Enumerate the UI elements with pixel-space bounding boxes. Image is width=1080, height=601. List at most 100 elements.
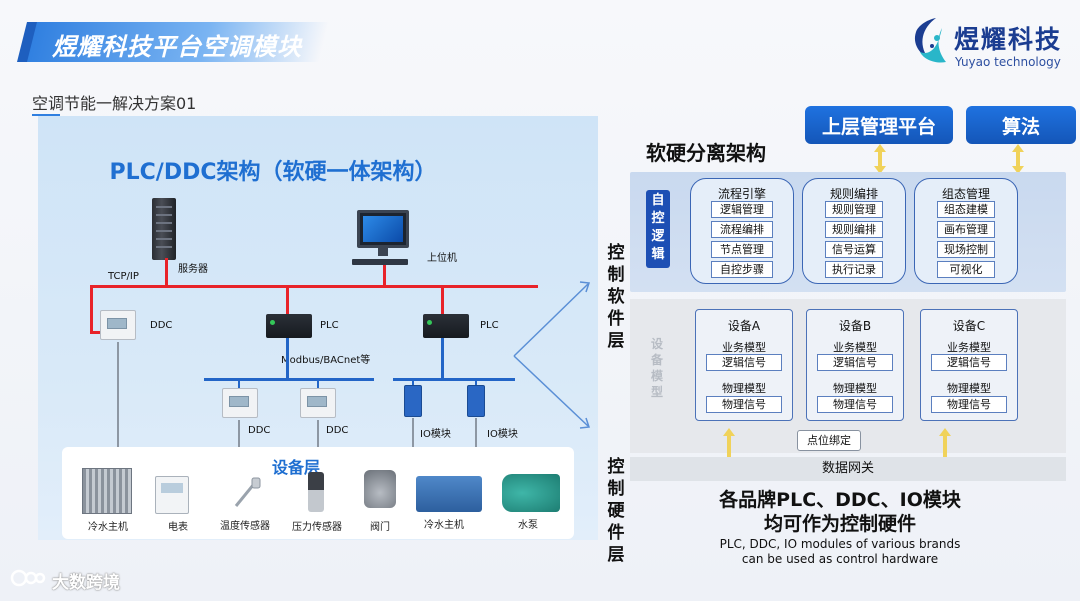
brand-logo-icon — [914, 18, 946, 63]
ddc-controller-icon — [222, 388, 258, 418]
page-subtitle: 空调节能一解决方案01 — [32, 94, 197, 113]
hardware-statement-line2: 均可作为控制硬件 — [763, 513, 916, 535]
device-title: 设备C — [952, 319, 986, 333]
group-item[interactable]: 逻辑管理 — [711, 201, 773, 218]
modbus-label: Modbus/BACnet等 — [281, 355, 371, 366]
device-label: 温度传感器 — [220, 521, 270, 532]
control-hardware-layer-label: 控制硬件层 — [607, 457, 625, 565]
soft-hard-separation-title: 软硬分离架构 — [646, 141, 766, 165]
group-item[interactable]: 组态建模 — [937, 201, 995, 218]
host-computer-icon — [357, 210, 409, 248]
device-label: 压力传感器 — [292, 522, 342, 533]
group-item[interactable]: 节点管理 — [711, 241, 773, 258]
physical-signal-item[interactable]: 物理信号 — [706, 396, 782, 413]
physical-signal-item[interactable]: 物理信号 — [931, 396, 1007, 413]
io-module-icon — [467, 385, 485, 417]
water-pump-icon — [502, 474, 560, 512]
group-title: 组态管理 — [941, 187, 990, 201]
logic-signal-item[interactable]: 逻辑信号 — [817, 354, 893, 371]
ddc-controller-icon — [100, 310, 136, 340]
ddc-controller-icon — [300, 388, 336, 418]
server-link — [165, 258, 168, 286]
ddc1-label: DDC — [248, 425, 271, 436]
hardware-statement-en-line1: PLC, DDC, IO modules of various brands — [719, 537, 961, 551]
plc-right-label: PLC — [480, 320, 499, 331]
ddc2-label: DDC — [326, 425, 349, 436]
tcpip-label: TCP/IP — [108, 271, 139, 282]
plc-right-bus-drop — [441, 338, 444, 380]
algorithm-button[interactable]: 算法 — [966, 106, 1076, 144]
device-title: 设备B — [838, 319, 872, 333]
chiller-icon — [416, 476, 482, 512]
business-model-label: 业务模型 — [722, 341, 766, 354]
hardware-statement-line1: 各品牌PLC、DDC、IO模块 — [719, 489, 961, 511]
device-model-label: 设备模型 — [650, 337, 663, 399]
host-label: 上位机 — [427, 253, 457, 264]
group-item[interactable]: 规则管理 — [825, 201, 883, 218]
server-label: 服务器 — [178, 264, 208, 275]
subtitle-underline — [32, 114, 60, 116]
logic-signal-item[interactable]: 逻辑信号 — [931, 354, 1007, 371]
group-item[interactable]: 自控步骤 — [711, 261, 773, 278]
ddc1-link — [238, 380, 240, 388]
group-item[interactable]: 信号运算 — [825, 241, 883, 258]
io2-label: IO模块 — [487, 429, 518, 440]
io-module-icon — [404, 385, 422, 417]
group-item[interactable]: 规则编排 — [825, 221, 883, 238]
device-a-card: 设备A 业务模型 逻辑信号 物理模型 物理信号 — [695, 309, 793, 421]
transition-arrows — [513, 281, 591, 429]
chiller-icon — [82, 468, 132, 514]
monitor-stand — [378, 248, 388, 256]
page-title: 煜耀科技平台空调模块 — [52, 33, 302, 61]
modbus-bus-line — [204, 378, 374, 381]
brand-name: 煜耀科技 — [954, 25, 1063, 54]
physical-model-label: 物理模型 — [947, 382, 991, 395]
hardware-statement-en-line2: can be used as control hardware — [741, 552, 939, 566]
ddc-left-link-v — [90, 285, 93, 333]
plc-controller-icon — [266, 314, 312, 338]
plc-controller-icon — [423, 314, 469, 338]
business-model-label: 业务模型 — [947, 341, 991, 354]
group-title: 规则编排 — [829, 187, 878, 201]
device-b-card: 设备B 业务模型 逻辑信号 物理模型 物理信号 — [806, 309, 904, 421]
physical-signal-item[interactable]: 物理信号 — [817, 396, 893, 413]
group-title: 流程引擎 — [717, 187, 766, 201]
power-meter-icon — [155, 476, 189, 514]
upper-management-platform-button[interactable]: 上层管理平台 — [805, 106, 953, 144]
host-link — [383, 265, 386, 286]
group-item[interactable]: 执行记录 — [825, 261, 883, 278]
pressure-sensor-icon — [308, 472, 324, 512]
valve-icon — [364, 470, 396, 508]
plc-mid-label: PLC — [320, 320, 339, 331]
point-binding-box[interactable]: 点位绑定 — [797, 430, 861, 451]
ddc-left-link-h — [90, 331, 100, 334]
group-item[interactable]: 画布管理 — [937, 221, 995, 238]
group-item[interactable]: 可视化 — [937, 261, 995, 278]
device-label: 水泵 — [518, 520, 538, 531]
double-arrow-icon — [1012, 144, 1024, 174]
temperature-sensor-icon — [234, 477, 261, 507]
data-gateway-bar: 数据网关 — [630, 457, 1066, 481]
brand-english-name: Yuyao technology — [955, 55, 1061, 69]
plc-mid-bus-drop — [286, 338, 289, 380]
process-engine-group: 流程引擎 逻辑管理 流程编排 节点管理 自控步骤 — [690, 178, 794, 284]
group-item[interactable]: 现场控制 — [937, 241, 995, 258]
wire — [117, 342, 119, 448]
io1-label: IO模块 — [420, 429, 451, 440]
server-icon — [152, 198, 176, 260]
device-label: 电表 — [168, 522, 188, 533]
keyboard-icon — [352, 259, 408, 265]
wire — [317, 420, 319, 448]
tcpip-network-line — [90, 285, 538, 288]
double-arrow-icon — [874, 144, 886, 174]
architecture-title: PLC/DDC架构（软硬一体架构） — [109, 160, 437, 185]
wire — [475, 418, 477, 448]
device-label: 阀门 — [370, 522, 390, 533]
physical-model-label: 物理模型 — [833, 382, 877, 395]
group-item[interactable]: 流程编排 — [711, 221, 773, 238]
io1-link — [412, 380, 414, 385]
control-software-layer-label: 控制软件层 — [607, 243, 625, 351]
configuration-management-group: 组态管理 组态建模 画布管理 现场控制 可视化 — [914, 178, 1018, 284]
logic-signal-item[interactable]: 逻辑信号 — [706, 354, 782, 371]
wire — [412, 418, 414, 448]
